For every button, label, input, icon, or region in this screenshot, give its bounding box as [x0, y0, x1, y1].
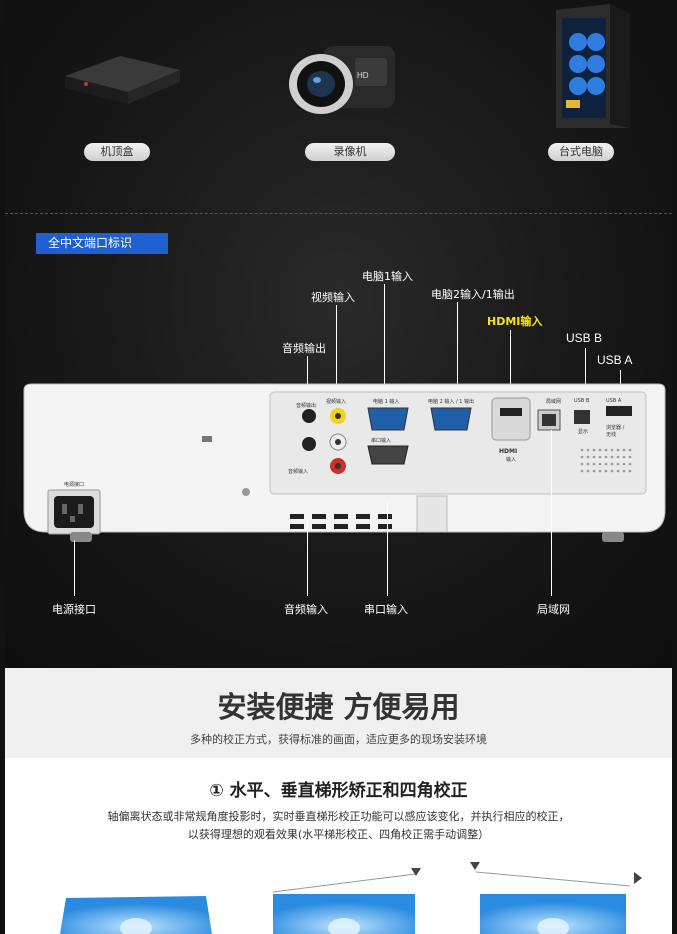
panel-label-pc2: 电脑 2 输入 / 1 输出 — [428, 399, 474, 405]
panel-label-power: 电源接口 — [64, 482, 85, 488]
install-subtitle: 多种的校正方式，获得标准的画面，适应更多的现场安装环境 — [190, 733, 487, 746]
feature1-desc-line1: 轴偏离状态或非常规角度投影时，实时垂直梯形校正功能可以感应该变化，并执行相应的校… — [107, 810, 570, 823]
leader-line-video — [336, 305, 337, 392]
panel-label-display: 显示 — [578, 429, 589, 435]
leader-line-audio-out — [307, 356, 308, 392]
desktop-pc-label: 台式电脑 — [548, 143, 614, 161]
leader-line-usb-a — [620, 370, 621, 392]
correction-demo-3 — [470, 862, 642, 934]
install-section — [5, 668, 672, 758]
callout-hdmi-in: HDMI输入 — [487, 315, 543, 328]
leader-line-audio-in — [307, 520, 308, 596]
callout-usb-b: USB B — [566, 331, 603, 345]
leader-line-pc1 — [384, 284, 385, 392]
leader-line-power — [74, 540, 75, 596]
panel-label-hdmi: HDMI — [499, 448, 518, 455]
correction-demo-2 — [272, 868, 421, 934]
ports-section-tag: 全中文端口标识 — [36, 233, 168, 254]
panel-label-usb-a: USB A — [606, 398, 622, 404]
panel-label-audio-out: 音频输出 — [296, 403, 317, 409]
callout-audio-out: 音频输出 — [282, 342, 326, 355]
install-title: 安装便捷 方便易用 — [217, 690, 460, 724]
set-top-box-label: 机顶盒 — [84, 143, 150, 161]
callout-usb-a: USB A — [597, 353, 633, 367]
leader-line-pc2 — [457, 302, 458, 392]
panel-label-usb-b: USB B — [574, 398, 590, 404]
callout-pc2-in-out: 电脑2输入/1输出 — [431, 288, 515, 301]
projector-rear-image — [23, 383, 666, 542]
leader-line-usb-b — [585, 348, 586, 392]
panel-label-lan: 局域网 — [546, 399, 562, 405]
desktop-pc-image — [556, 4, 630, 128]
leader-line-lan — [551, 430, 552, 596]
feature1-title: ① 水平、垂直梯形矫正和四角校正 — [209, 781, 468, 801]
panel-label-audio-in: 音频输入 — [288, 469, 309, 475]
callout-power: 电源接口 — [52, 603, 96, 616]
panel-label-video-in: 视频输入 — [326, 399, 347, 405]
panel-label-pc1-in: 电脑 1 输入 — [373, 399, 400, 405]
panel-label-serial: 串口输入 — [371, 438, 392, 444]
panel-label-browser: 浏览器 / 无线 — [606, 425, 625, 438]
callout-serial-in: 串口输入 — [364, 603, 408, 616]
correction-demo-1 — [60, 896, 212, 934]
callout-pc1-in: 电脑1输入 — [362, 270, 413, 283]
callout-lan: 局域网 — [537, 603, 570, 616]
section-divider — [5, 213, 672, 214]
panel-label-hdmi-in: 输入 — [506, 457, 517, 463]
callout-audio-in: 音频输入 — [284, 603, 328, 616]
leader-line-hdmi — [510, 330, 511, 392]
set-top-box-image — [65, 56, 180, 104]
camcorder-image: HD — [289, 46, 395, 114]
feature1-desc-line2: 以获得理想的观看效果(水平梯形校正、四角校正需手动调整） — [187, 828, 490, 841]
leader-line-serial — [387, 500, 388, 596]
camcorder-label: 录像机 — [305, 143, 395, 161]
callout-video-in: 视频输入 — [311, 291, 355, 304]
camcorder-brand-text: HD — [357, 71, 369, 80]
